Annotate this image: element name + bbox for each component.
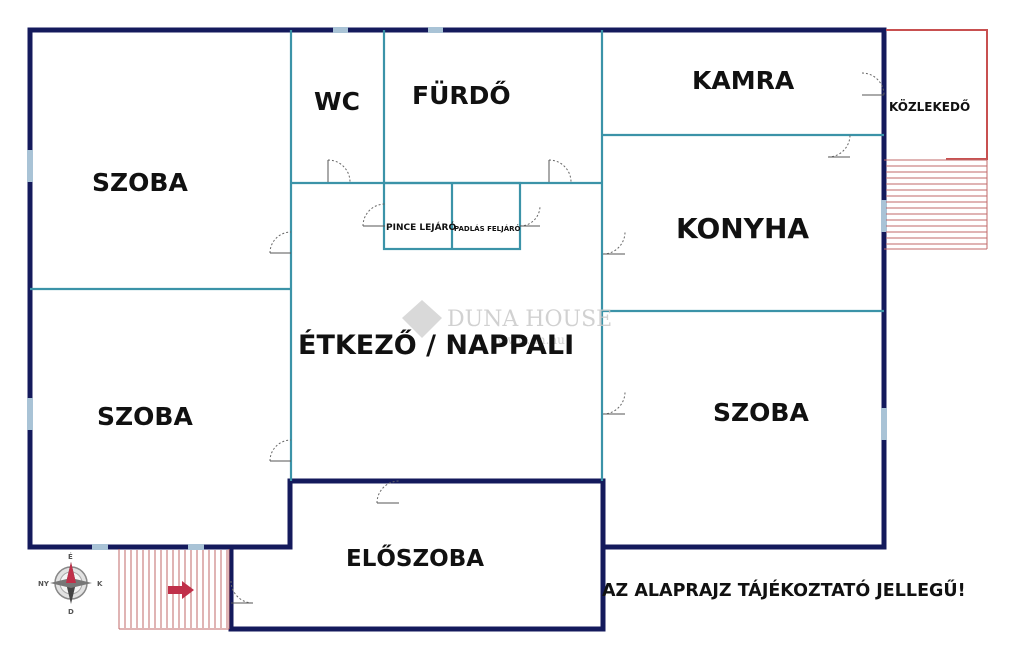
room-label-szoba-bottom-left: SZOBA bbox=[97, 402, 193, 431]
watermark-brand: DUNA HOUSE bbox=[447, 307, 612, 332]
compass-south-label: D bbox=[68, 608, 74, 616]
doors bbox=[230, 72, 885, 604]
stairs-left bbox=[118, 549, 230, 630]
room-label-wc: WC bbox=[314, 87, 360, 116]
compass-west-label: NY bbox=[38, 580, 50, 588]
compass-east-label: K bbox=[97, 580, 103, 588]
windows bbox=[27, 27, 887, 550]
compass-rose-icon: É D NY K bbox=[38, 552, 103, 616]
compass-north-label: É bbox=[68, 552, 73, 561]
room-label-szoba-top-left: SZOBA bbox=[92, 168, 188, 197]
outer-walls bbox=[27, 27, 887, 632]
stairs-right bbox=[884, 159, 988, 250]
room-label-kamra: KAMRA bbox=[692, 66, 795, 95]
kozlekedo-area bbox=[886, 29, 988, 160]
watermark-url: www.dh.hu bbox=[497, 333, 565, 347]
disclaimer-note: AZ ALAPRAJZ TÁJÉKOZTATÓ JELLEGŰ! bbox=[602, 579, 966, 601]
room-label-etkezo-nappali: ÉTKEZŐ / NAPPALI bbox=[298, 329, 574, 361]
room-label-konyha: KONYHA bbox=[676, 212, 809, 245]
room-label-pince: PINCE LEJÁRÓ bbox=[386, 221, 456, 233]
inner-walls bbox=[30, 30, 884, 481]
room-label-kozlekedo: KÖZLEKEDŐ bbox=[889, 99, 970, 114]
duna-house-logo-icon bbox=[402, 300, 442, 338]
room-label-padlas: PADLÁS FELJÁRÓ bbox=[454, 224, 521, 233]
room-label-furdo: FÜRDŐ bbox=[412, 80, 511, 110]
room-label-szoba-right: SZOBA bbox=[713, 398, 809, 427]
entrance-arrow-icon bbox=[168, 581, 194, 599]
room-label-eloszoba: ELŐSZOBA bbox=[346, 544, 484, 572]
watermark: DUNA HOUSE www.dh.hu bbox=[402, 300, 612, 347]
